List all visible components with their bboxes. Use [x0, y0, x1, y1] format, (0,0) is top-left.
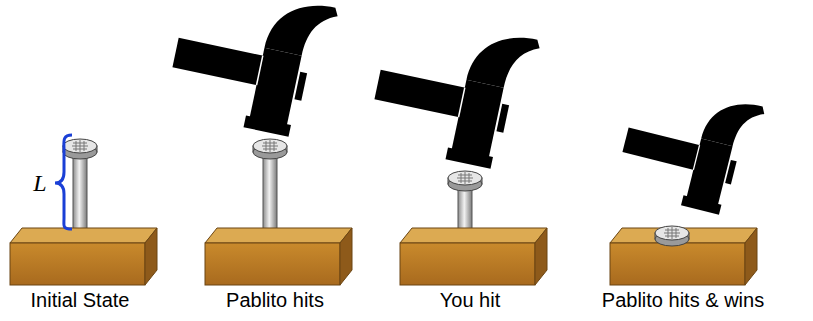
caption: You hit — [440, 288, 500, 312]
caption: Pablito hits & wins — [602, 288, 764, 312]
caption: Pablito hits — [226, 288, 324, 312]
caption: Initial State — [31, 288, 130, 312]
dimension-label: L — [33, 169, 46, 198]
